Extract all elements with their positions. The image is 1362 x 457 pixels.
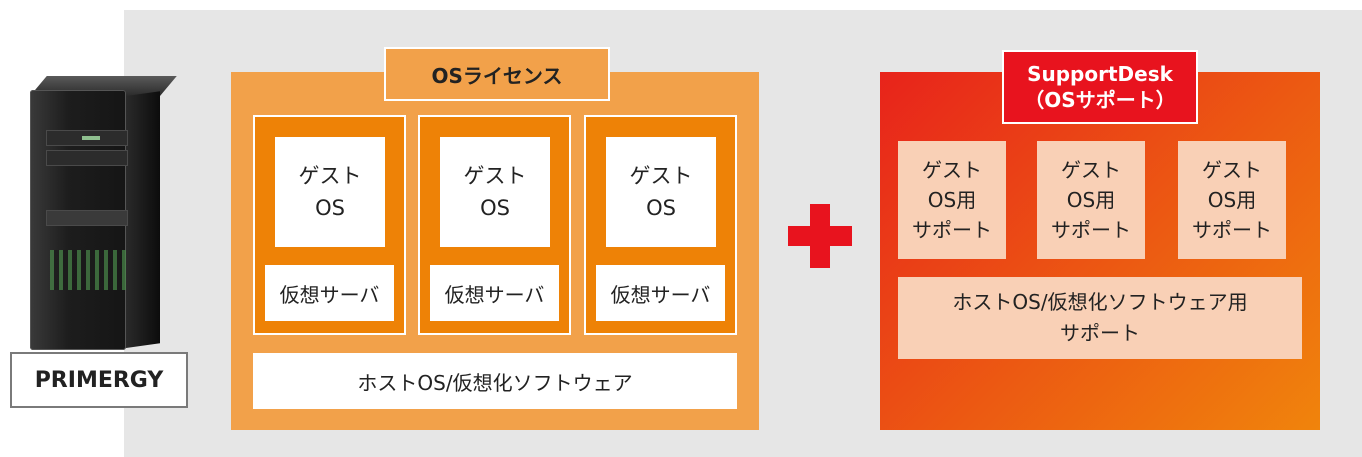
- guest-os-label: OS: [315, 196, 345, 220]
- server-side: [126, 91, 160, 348]
- host-os-support-box: ホストOS/仮想化ソフトウェア用 サポート: [898, 277, 1302, 359]
- host-support-line: サポート: [1060, 321, 1140, 345]
- plus-vertical: [810, 204, 830, 268]
- virtual-machine: ゲスト OS 仮想サーバ: [584, 115, 737, 335]
- guest-os-box: ゲスト OS: [440, 137, 550, 247]
- virtual-server-label: 仮想サーバ: [596, 265, 725, 321]
- guest-os-label: ゲスト: [629, 164, 693, 188]
- virtual-machine: ゲスト OS 仮想サーバ: [253, 115, 406, 335]
- drive-bay: [46, 150, 128, 166]
- support-line: OS用: [1207, 188, 1257, 212]
- host-os-bar: ホストOS/仮想化ソフトウェア: [253, 353, 737, 409]
- guest-os-support-box: ゲスト OS用 サポート: [1178, 141, 1286, 259]
- virtual-machine: ゲスト OS 仮想サーバ: [418, 115, 571, 335]
- support-desk-title-line: （OSサポート）: [1024, 88, 1176, 112]
- support-line: サポート: [1051, 218, 1131, 242]
- server-label: PRIMERGY: [10, 352, 188, 408]
- server-front: [30, 90, 128, 350]
- drive-bay: [46, 210, 128, 226]
- virtual-server-label: 仮想サーバ: [265, 265, 394, 321]
- support-desk-title: SupportDesk （OSサポート）: [1002, 50, 1198, 124]
- guest-os-box: ゲスト OS: [275, 137, 385, 247]
- support-line: ゲスト: [1202, 158, 1262, 182]
- guest-os-support-box: ゲスト OS用 サポート: [898, 141, 1006, 259]
- support-line: OS用: [927, 188, 977, 212]
- support-line: ゲスト: [1061, 158, 1121, 182]
- support-desk-title-line: SupportDesk: [1027, 62, 1173, 86]
- status-light: [82, 136, 100, 140]
- guest-os-box: ゲスト OS: [606, 137, 716, 247]
- guest-os-label: ゲスト: [298, 164, 362, 188]
- guest-os-support-box: ゲスト OS用 サポート: [1037, 141, 1145, 259]
- disk-leds: [50, 250, 126, 290]
- support-line: サポート: [1192, 218, 1272, 242]
- support-line: ゲスト: [922, 158, 982, 182]
- guest-os-label: ゲスト: [463, 164, 527, 188]
- guest-os-label: OS: [480, 196, 510, 220]
- guest-os-label: OS: [646, 196, 676, 220]
- server-tower-icon: [22, 76, 177, 360]
- support-line: サポート: [912, 218, 992, 242]
- host-support-line: ホストOS/仮想化ソフトウェア用: [952, 290, 1248, 314]
- virtual-server-label: 仮想サーバ: [430, 265, 559, 321]
- support-line: OS用: [1066, 188, 1116, 212]
- os-license-title: OSライセンス: [384, 47, 610, 101]
